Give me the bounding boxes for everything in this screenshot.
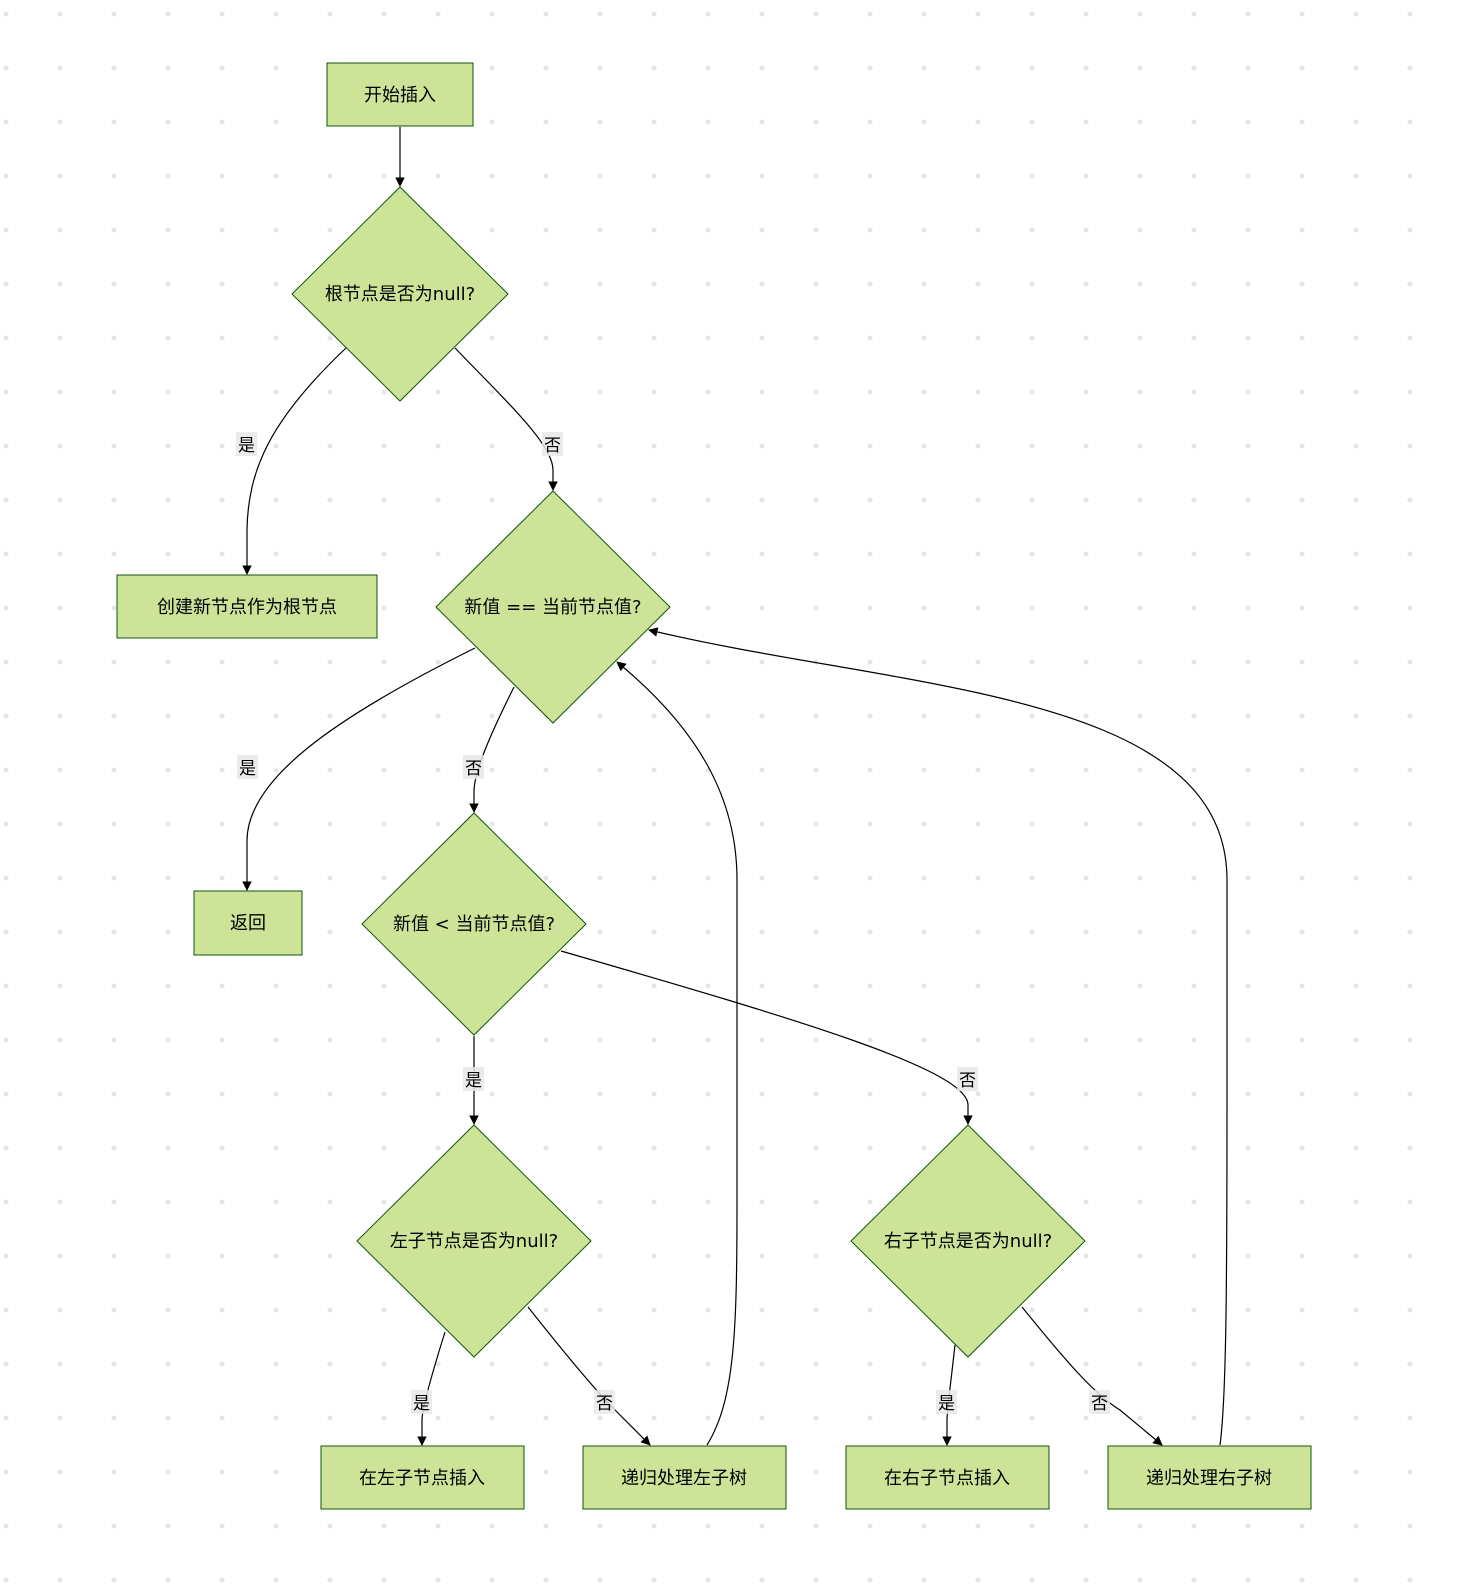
nodes: 开始插入 根节点是否为null? 创建新节点作为根节点 新值 == 当前节点值?… [116,62,1312,1510]
svg-text:是: 是 [238,436,255,456]
edge-label-equal-no: 否 [463,755,484,779]
node-insert-left[interactable]: 在左子节点插入 [320,1445,525,1510]
edge-label-root-yes: 是 [236,432,257,456]
node-right-null-check[interactable]: 右子节点是否为null? [850,1124,1086,1358]
svg-text:是: 是 [239,759,256,779]
svg-text:否: 否 [959,1071,976,1091]
edge-right-no [1021,1306,1163,1446]
node-insert-right[interactable]: 在右子节点插入 [845,1445,1050,1510]
svg-text:在右子节点插入: 在右子节点插入 [884,1468,1010,1489]
edge-labels: 是 否 是 否 是 否 是 否 [236,432,1110,1414]
svg-text:返回: 返回 [230,913,266,934]
svg-text:递归处理右子树: 递归处理右子树 [1146,1468,1272,1489]
edge-equal-yes [242,647,476,891]
node-return[interactable]: 返回 [193,890,303,956]
svg-text:否: 否 [596,1394,613,1414]
svg-text:是: 是 [465,1071,482,1091]
edge-recurse-left-to-equal [616,661,738,1446]
edge-label-right-no: 否 [1089,1390,1110,1414]
svg-text:在左子节点插入: 在左子节点插入 [359,1468,485,1489]
node-start[interactable]: 开始插入 [326,62,474,127]
node-less-check[interactable]: 新值 < 当前节点值? [361,812,587,1036]
edge-label-equal-yes: 是 [237,755,258,779]
svg-text:是: 是 [938,1394,955,1414]
edge-label-less-yes: 是 [463,1067,484,1091]
node-create-root[interactable]: 创建新节点作为根节点 [116,574,378,639]
svg-text:否: 否 [1091,1394,1108,1414]
edge-left-no [527,1306,651,1446]
edge-equal-no [469,686,515,813]
svg-text:开始插入: 开始插入 [364,85,436,106]
svg-text:创建新节点作为根节点: 创建新节点作为根节点 [157,597,337,618]
edge-left-yes [417,1331,446,1446]
node-root-null-check[interactable]: 根节点是否为null? [291,186,509,402]
edge-label-left-yes: 是 [411,1390,432,1414]
svg-text:否: 否 [544,436,561,456]
svg-text:左子节点是否为null?: 左子节点是否为null? [390,1231,558,1252]
edge-recurse-right-to-equal [648,627,1228,1446]
svg-text:根节点是否为null?: 根节点是否为null? [325,284,475,305]
svg-text:递归处理左子树: 递归处理左子树 [621,1468,747,1489]
edge-label-less-no: 否 [957,1067,978,1091]
node-recurse-left[interactable]: 递归处理左子树 [582,1445,787,1510]
svg-text:新值 < 当前节点值?: 新值 < 当前节点值? [393,914,555,935]
edge-label-root-no: 否 [542,432,563,456]
node-equal-check[interactable]: 新值 == 当前节点值? [435,490,671,724]
svg-text:右子节点是否为null?: 右子节点是否为null? [884,1231,1052,1252]
svg-text:否: 否 [465,759,482,779]
svg-text:新值 == 当前节点值?: 新值 == 当前节点值? [464,597,641,618]
svg-text:是: 是 [413,1394,430,1414]
edge-label-left-no: 否 [594,1390,615,1414]
node-left-null-check[interactable]: 左子节点是否为null? [356,1124,592,1358]
edge-label-right-yes: 是 [936,1390,957,1414]
edges [242,127,1228,1446]
edge-root-yes [242,347,347,575]
edge-root-no [454,347,558,491]
edge-less-no [560,950,973,1125]
node-recurse-right[interactable]: 递归处理右子树 [1107,1445,1312,1510]
